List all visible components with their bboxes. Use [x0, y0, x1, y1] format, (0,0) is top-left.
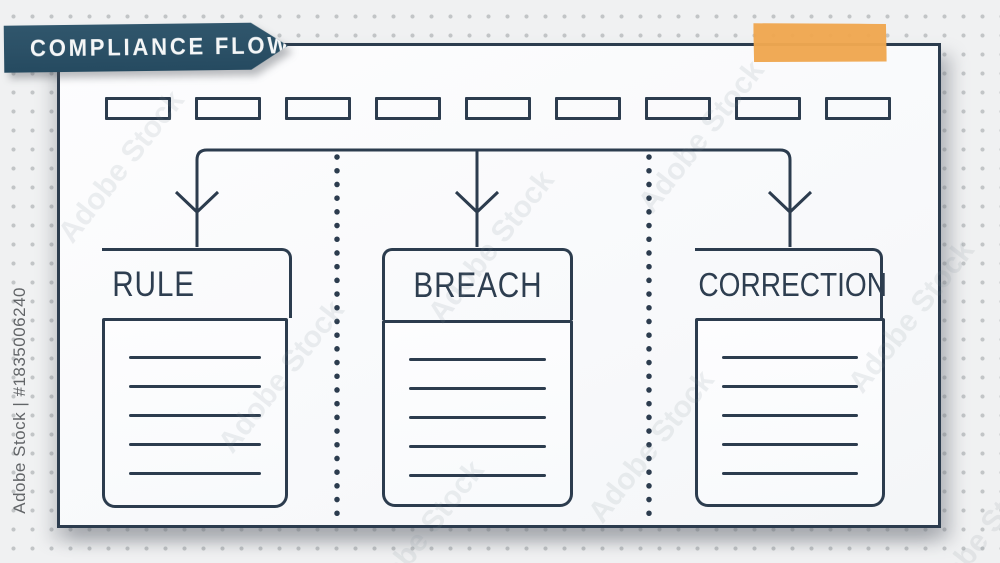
document-line	[129, 414, 261, 417]
top-row-rect	[465, 97, 531, 120]
document-line	[409, 358, 546, 361]
title-banner-flag: COMPLIANCE FLOW	[4, 22, 289, 72]
top-row-rect	[645, 97, 711, 120]
top-row-rect	[375, 97, 441, 120]
card-title: BREACH	[412, 265, 543, 305]
title-banner: COMPLIANCE FLOW	[4, 22, 289, 72]
top-row-rect	[105, 97, 171, 120]
arrow-down-icon	[176, 192, 218, 212]
top-row-rect	[825, 97, 891, 120]
top-row-rect	[285, 97, 351, 120]
arrow-down-icon	[456, 192, 498, 212]
document-line	[722, 356, 858, 359]
document-breach	[382, 320, 573, 507]
top-row-rect	[195, 97, 261, 120]
document-line	[722, 443, 858, 446]
document-text-lines	[129, 356, 261, 475]
document-line	[409, 474, 546, 477]
top-row-rect	[555, 97, 621, 120]
document-correction	[695, 318, 885, 507]
document-line	[409, 445, 546, 448]
page-title: COMPLIANCE FLOW	[29, 31, 292, 62]
document-line	[129, 443, 261, 446]
document-text-lines	[409, 358, 546, 477]
document-line	[129, 385, 261, 388]
card-title: RULE	[112, 264, 195, 304]
connector-lines	[176, 150, 811, 247]
document-text-lines	[722, 356, 858, 475]
document-line	[409, 416, 546, 419]
document-line	[129, 472, 261, 475]
document-line	[409, 387, 546, 390]
top-row-rect	[735, 97, 801, 120]
document-line	[129, 356, 261, 359]
card-header-breach: BREACH	[382, 248, 573, 320]
document-line	[722, 472, 858, 475]
tape-decoration	[753, 22, 888, 64]
stock-id-watermark: Adobe Stock | #1835006240	[10, 287, 29, 514]
card-title: CORRECTION	[698, 265, 887, 303]
document-rule	[102, 318, 288, 508]
card-header-rule: RULE	[102, 248, 292, 318]
document-line	[722, 414, 858, 417]
card-header-correction: CORRECTION	[695, 248, 887, 318]
document-line	[722, 385, 858, 388]
arrow-down-icon	[769, 192, 811, 212]
